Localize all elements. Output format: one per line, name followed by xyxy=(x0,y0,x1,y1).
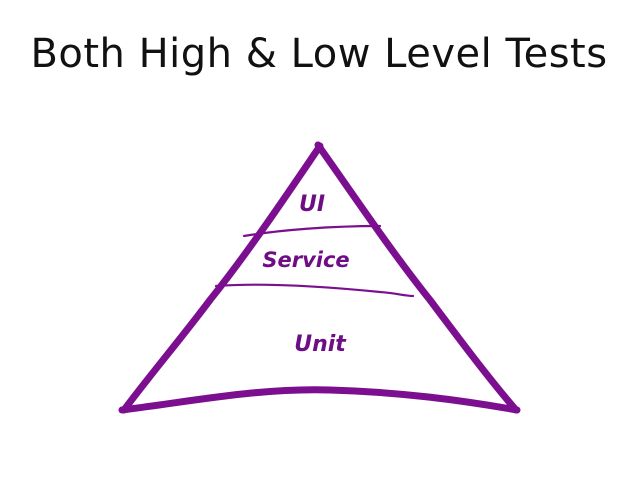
layer-label-unit: Unit xyxy=(294,332,347,357)
pyramid-outline xyxy=(118,141,521,414)
pyramid-divider-top xyxy=(242,224,382,238)
layer-label-service: Service xyxy=(262,248,349,272)
pyramid-left-edge xyxy=(120,142,324,414)
layer-label-ui: UI xyxy=(299,192,325,217)
pyramid-base xyxy=(118,386,521,414)
slide-title: Both High & Low Level Tests xyxy=(30,31,608,77)
pyramid-right-edge xyxy=(314,141,520,414)
pyramid-divider-bottom xyxy=(214,283,415,298)
